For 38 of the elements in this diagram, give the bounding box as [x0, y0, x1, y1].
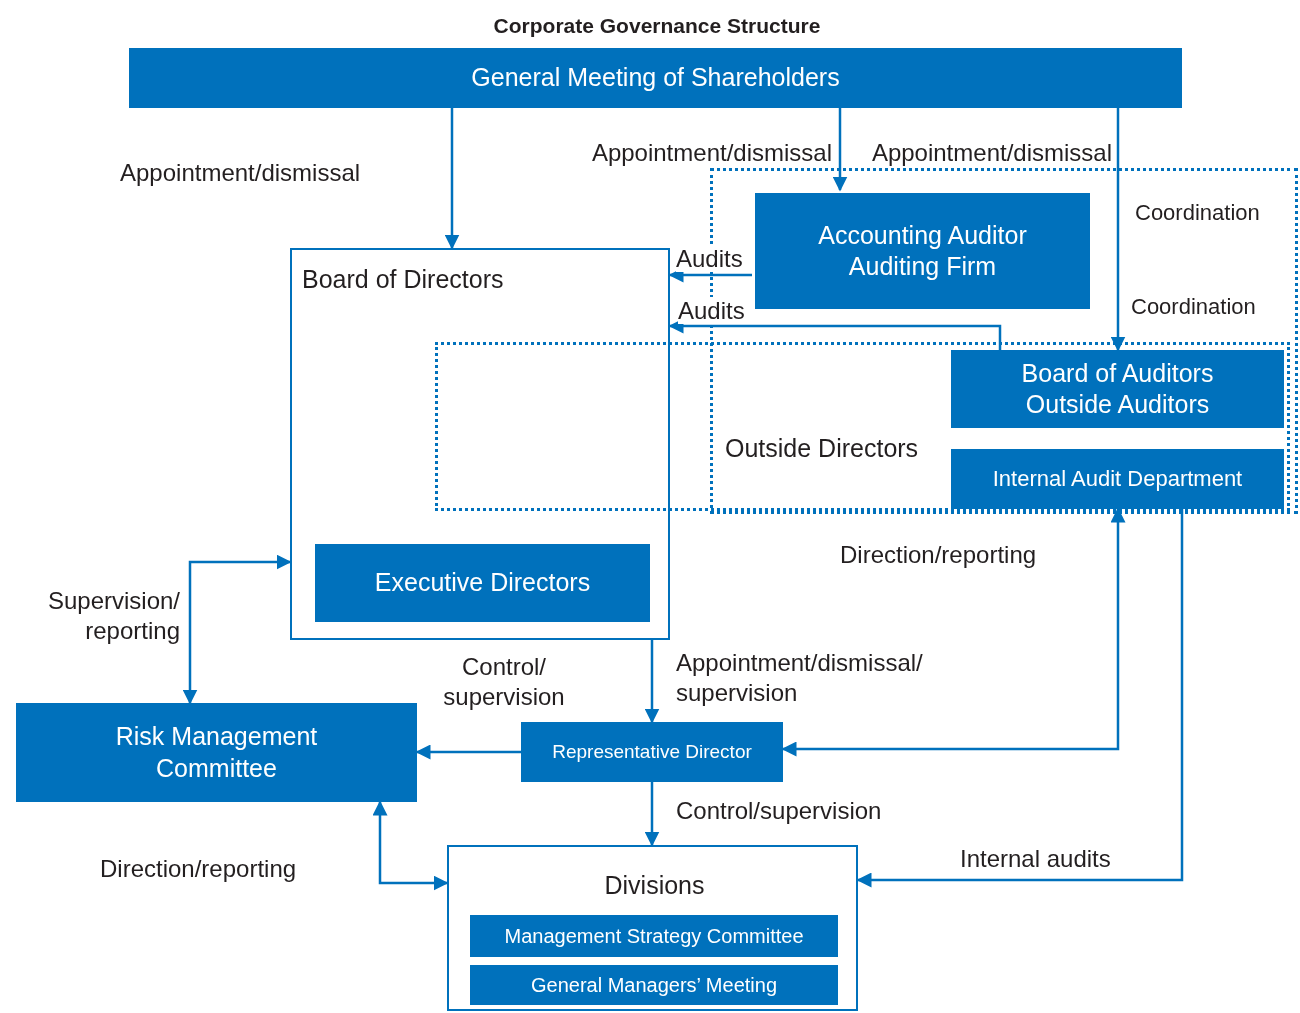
- divisions-group-box: [447, 845, 858, 1011]
- edge-label: Audits: [676, 244, 744, 274]
- connector-arrow: [832, 108, 848, 192]
- box-label: Outside Auditors: [1025, 389, 1210, 420]
- connector-arrow: [372, 800, 449, 891]
- connector-arrow: [644, 640, 660, 724]
- group-label: Divisions: [603, 870, 706, 901]
- connector-arrow: [182, 554, 292, 705]
- process-box: [755, 193, 1090, 309]
- process-box: [951, 350, 1284, 428]
- box-label: Management Strategy Committee: [504, 923, 804, 949]
- process-box: [951, 449, 1284, 509]
- box-label: General Meeting of Shareholders: [471, 62, 840, 94]
- box-label: Risk Management Committee: [114, 721, 319, 784]
- process-box: [521, 722, 783, 782]
- box-label: Internal Audit Department: [992, 465, 1243, 493]
- connector-arrow: [444, 108, 460, 250]
- box-label: Executive Directors: [374, 567, 591, 599]
- group-label: Board of Directors: [302, 264, 505, 295]
- edge-label: Audits: [678, 296, 746, 326]
- connector-arrow: [856, 509, 1184, 888]
- shareholders-box: [129, 48, 1182, 108]
- group-label: Coordination: [1131, 293, 1257, 321]
- box-label: Accounting Auditor: [818, 219, 1027, 251]
- process-box: [470, 965, 838, 1005]
- connector-arrow: [644, 782, 660, 847]
- process-box: [16, 703, 417, 802]
- group-label: Coordination: [1135, 199, 1261, 227]
- group-label: Outside Directors: [725, 433, 920, 464]
- connector-arrow: [1110, 108, 1126, 352]
- box-label: Board of Auditors: [1021, 357, 1214, 389]
- diagram-title: Corporate Governance Structure: [492, 13, 822, 39]
- box-label: Auditing Firm: [848, 251, 997, 282]
- box-label: General Managers’ Meeting: [530, 972, 778, 998]
- process-box: [470, 915, 838, 957]
- process-box: [315, 544, 650, 622]
- box-label: Representative Director: [552, 740, 752, 764]
- board-group-box: [290, 248, 670, 640]
